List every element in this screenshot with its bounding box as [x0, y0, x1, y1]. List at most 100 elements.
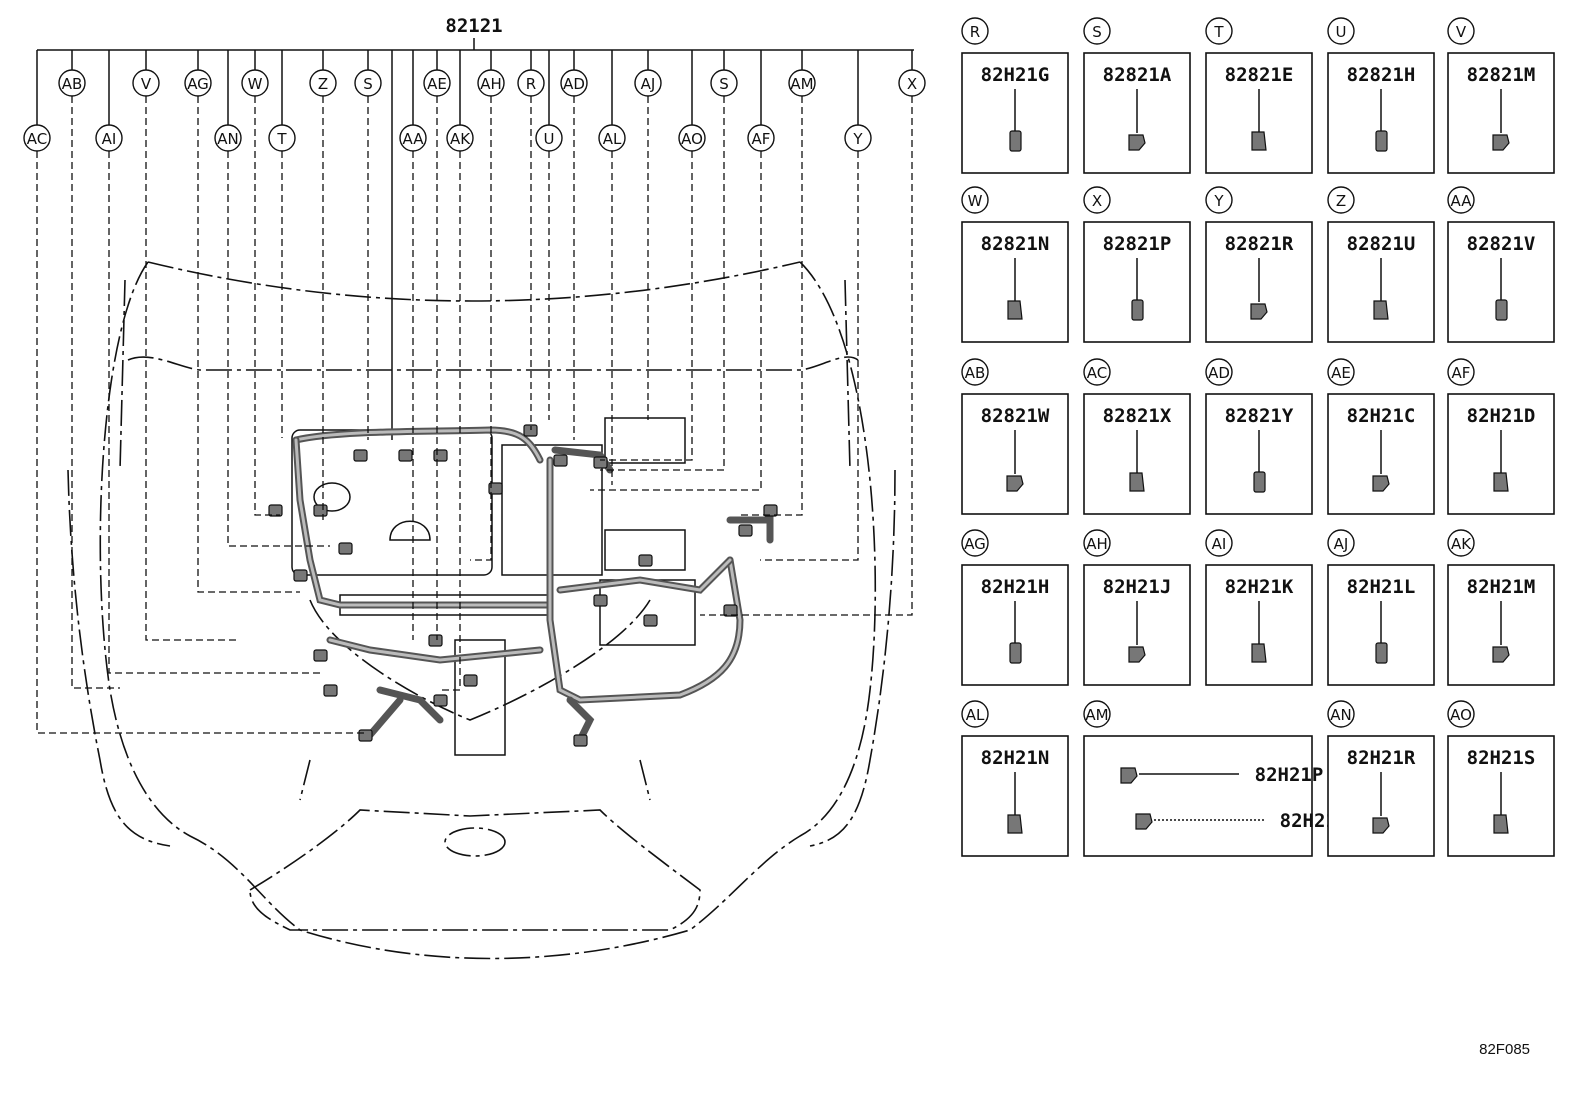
callout-s: S	[1083, 17, 1111, 45]
legend-cell-t: T 82821E	[1205, 17, 1313, 174]
main-bracket	[37, 38, 914, 51]
harness-connector	[313, 504, 328, 517]
callout-ab: AB	[961, 358, 989, 386]
part-number: 82821E	[1225, 64, 1294, 86]
leader-ah	[470, 96, 492, 561]
callout-ab: AB	[58, 69, 86, 97]
callout-label: AF	[1452, 364, 1471, 382]
connector-icon	[1128, 134, 1146, 151]
callout-u: U	[535, 124, 563, 152]
connector-icon	[1253, 471, 1266, 493]
callout-label: W	[968, 192, 983, 210]
callout-label: Y	[852, 130, 863, 148]
connector-icon	[1375, 130, 1388, 152]
callout-v: V	[132, 69, 160, 97]
callout-ak: AK	[446, 124, 474, 152]
connector-icon	[1009, 130, 1022, 152]
callout-af: AF	[1447, 358, 1475, 386]
callout-aj: AJ	[1327, 529, 1355, 557]
leader-an	[227, 151, 330, 547]
leader-w	[254, 96, 280, 516]
callout-an: AN	[1327, 700, 1355, 728]
callout-t: T	[268, 124, 296, 152]
callout-label: AD	[563, 75, 585, 93]
vehicle-outline	[67, 261, 896, 960]
callout-af: AF	[747, 124, 775, 152]
part-number: 82821V	[1467, 233, 1536, 255]
callout-label: AN	[1330, 706, 1351, 724]
connector-icon	[1135, 813, 1153, 830]
callout-label: AN	[217, 130, 238, 148]
harness-connector	[268, 504, 283, 517]
part-number: 82H21N	[981, 747, 1050, 769]
main-part-number: 82121	[445, 15, 502, 37]
part-number: 82821H	[1347, 64, 1416, 86]
callout-v: V	[1447, 17, 1475, 45]
callout-z: Z	[309, 69, 337, 97]
callout-label: AO	[681, 130, 703, 148]
callout-ag: AG	[961, 529, 989, 557]
part-number: 82H21K	[1225, 576, 1294, 598]
callout-x: X	[898, 69, 926, 97]
callout-label: AB	[62, 75, 83, 93]
leader-ak	[440, 151, 461, 691]
harness-connector	[488, 482, 503, 495]
connector-legend-grid: R82H21GS82821AT82821EU82821HV82821MW8282…	[961, 17, 1555, 857]
callout-label: AM	[1085, 706, 1108, 724]
callout-label: AJ	[641, 75, 656, 93]
callout-label: AG	[187, 75, 209, 93]
harness-connector	[763, 504, 778, 517]
callout-label: AA	[1451, 192, 1473, 210]
leader-ag	[197, 96, 300, 593]
engine-bay-connectors	[268, 424, 778, 747]
connector-icon	[1250, 303, 1268, 320]
drawing-code: 82F085	[1479, 1041, 1530, 1058]
callout-ad: AD	[560, 69, 588, 97]
callout-label: Z	[318, 75, 328, 93]
connector-icon	[1495, 299, 1508, 321]
harness-connector	[553, 454, 568, 467]
part-number: 82H21P	[1255, 764, 1324, 786]
callout-w: W	[961, 186, 989, 214]
harness-connector	[433, 694, 448, 707]
callout-ak: AK	[1447, 529, 1475, 557]
callout-ae: AE	[423, 69, 451, 97]
part-number: 82821P	[1103, 233, 1172, 255]
connector-icon	[1251, 131, 1267, 151]
callout-t: T	[1205, 17, 1233, 45]
part-number: 82H21G	[981, 64, 1050, 86]
harness-connector	[353, 449, 368, 462]
harness-connector	[593, 456, 608, 469]
callout-y: Y	[844, 124, 872, 152]
callout-label: AO	[1450, 706, 1472, 724]
callout-label: AH	[1086, 535, 1108, 553]
leader-ab	[71, 96, 120, 689]
callout-ac: AC	[23, 124, 51, 152]
connector-icon	[1007, 814, 1023, 834]
callout-leader-lines	[36, 96, 913, 734]
part-number: 82821X	[1103, 405, 1172, 427]
callout-label: AI	[102, 130, 117, 148]
part-number: 82821N	[981, 233, 1050, 255]
callout-label: AG	[964, 535, 986, 553]
callout-al: AL	[598, 124, 626, 152]
callout-aj: AJ	[634, 69, 662, 97]
connector-icon	[1251, 643, 1267, 663]
callout-label: Z	[1336, 192, 1346, 210]
callout-ai: AI	[1205, 529, 1233, 557]
callout-label: AE	[427, 75, 447, 93]
